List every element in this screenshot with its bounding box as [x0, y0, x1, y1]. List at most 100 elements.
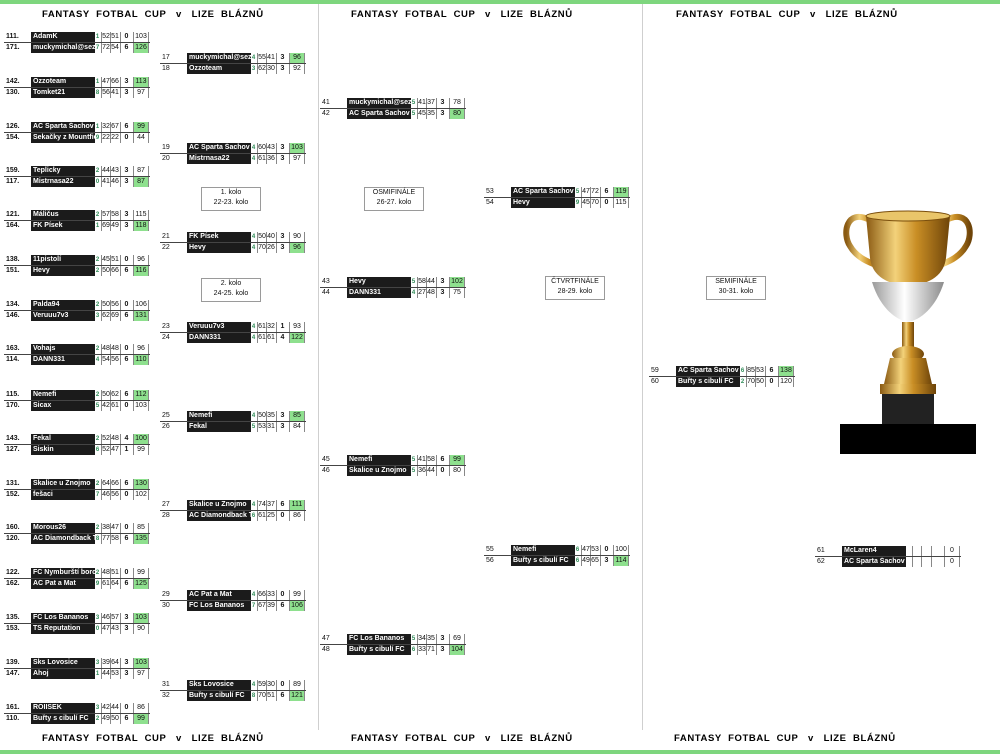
team-name[interactable]: Tomket21 — [31, 88, 95, 98]
team-name[interactable]: FC Nymburští borci — [31, 568, 95, 578]
team-name[interactable]: AC Sparta Šachov — [676, 366, 740, 376]
team-name[interactable]: Sks Lovosice — [31, 658, 95, 668]
team-name[interactable]: Hevy — [187, 243, 251, 253]
seed-number: 19 — [162, 144, 170, 151]
score-cell: 53 — [755, 366, 764, 376]
team-name[interactable]: DANN331 — [31, 355, 95, 365]
team-name[interactable]: Ahoj — [31, 669, 95, 679]
team-name[interactable]: ROIISEK — [31, 703, 95, 713]
team-name[interactable]: FK Písek — [31, 221, 95, 231]
team-name[interactable]: Buřty s cibulí FC — [187, 691, 251, 701]
seed-number: 159. — [6, 167, 20, 174]
team-name[interactable]: Nemefi — [31, 390, 95, 400]
team-name[interactable]: AC Diamondback Te — [31, 534, 95, 544]
team-name[interactable]: Teplicky — [31, 166, 95, 176]
seed-number: 111. — [6, 33, 19, 40]
team-name[interactable]: Buřty s cibulí FC — [347, 645, 411, 655]
team-name[interactable]: AC Pat a Mat — [187, 590, 251, 600]
total-score: 80 — [449, 466, 465, 476]
team-name[interactable]: Skalice u Znojmo — [347, 466, 411, 476]
team-name[interactable]: Nemefi — [511, 545, 575, 555]
team-name[interactable]: AdamK — [31, 32, 95, 42]
team-name[interactable]: Buřty s cibulí FC — [511, 556, 575, 566]
seed-number: 22 — [162, 244, 170, 251]
team-name[interactable]: Skalice u Znojmo — [31, 479, 95, 489]
match-points: 0 — [120, 255, 132, 265]
score-cell: 39 — [266, 601, 275, 611]
team-name[interactable]: muckymichal@sezn — [187, 53, 251, 63]
total-score: 97 — [133, 88, 149, 98]
team-name[interactable]: Máličus — [31, 210, 95, 220]
team-name[interactable]: Ozzoteam — [31, 77, 95, 87]
team-name[interactable]: Fekal — [187, 422, 251, 432]
seed-number: 127. — [6, 446, 20, 453]
total-score: 119 — [613, 187, 629, 197]
team-name[interactable]: Ozzoteam — [187, 64, 251, 74]
score-cell: 46 — [101, 613, 110, 623]
team-name[interactable]: AC Sparta Šachov — [511, 187, 575, 197]
team-name[interactable]: Nemefi — [347, 455, 411, 465]
seed-number: 41 — [322, 99, 330, 106]
team-name[interactable]: Hevy — [31, 266, 95, 276]
round-index: 2 — [95, 210, 100, 220]
match-points: 3 — [120, 177, 132, 187]
score-cell: 51 — [110, 568, 119, 578]
team-name[interactable]: TS Reputation — [31, 624, 95, 634]
team-name[interactable]: AC Pat a Mat — [31, 579, 95, 589]
team-name[interactable]: Sekačky z Mountfie — [31, 133, 95, 143]
round-index: 3 — [95, 311, 100, 321]
team-name[interactable]: Sks Lovosice — [187, 680, 251, 690]
score-cell: 46 — [110, 177, 119, 187]
team-name[interactable]: Palda94 — [31, 300, 95, 310]
total-score: 135 — [133, 534, 149, 544]
team-name[interactable]: FC Los Bananos — [31, 613, 95, 623]
score-cell: 61 — [110, 401, 119, 411]
team-name[interactable]: Veruuu7v3 — [31, 311, 95, 321]
team-name[interactable]: Sicax — [31, 401, 95, 411]
team-name[interactable]: 11pistolí — [31, 255, 95, 265]
team-name[interactable]: FC Los Bananos — [347, 634, 411, 644]
seed-number: 171. — [6, 44, 20, 51]
total-score: 96 — [133, 344, 149, 354]
team-name[interactable]: Mistrnasa22 — [187, 154, 251, 164]
team-name[interactable]: fešaci — [31, 490, 95, 500]
team-name[interactable]: Vohajs — [31, 344, 95, 354]
team-name[interactable]: muckymichal@sezn — [31, 43, 95, 53]
team-name[interactable]: Hevy — [511, 198, 575, 208]
score-cell: 47 — [110, 445, 119, 455]
team-name[interactable]: Mistrnasa22 — [31, 177, 95, 187]
team-name[interactable]: AC Sparta Šachov — [347, 109, 411, 119]
team-name[interactable]: Skalice u Znojmo — [187, 500, 251, 510]
team-name[interactable]: Morous26 — [31, 523, 95, 533]
team-name[interactable]: Hevy — [347, 277, 411, 287]
team-name[interactable]: Nemefi — [187, 411, 251, 421]
team-name[interactable]: FK Písek — [187, 232, 251, 242]
team-name[interactable]: AC Sparta Šachov — [187, 143, 251, 153]
team-name[interactable]: FC Los Bananos — [187, 601, 251, 611]
team-name[interactable]: Veruuu7v3 — [187, 322, 251, 332]
match-points: 0 — [120, 133, 132, 143]
team-name[interactable]: Buřty s cibulí FC — [31, 714, 95, 724]
round-index: 2 — [95, 714, 100, 724]
team-name[interactable]: Fekal — [31, 434, 95, 444]
round-index: 8 — [95, 534, 100, 544]
score-cell: 49 — [581, 556, 590, 566]
team-name[interactable]: AC Diamondback Te — [187, 511, 251, 521]
score-cell: 50 — [101, 266, 110, 276]
team-name[interactable]: McLaren4 — [842, 546, 906, 556]
team-name[interactable]: AC Sparta Šachov — [31, 122, 95, 132]
score-cell: 48 — [101, 568, 110, 578]
team-name[interactable]: Buřty s cibulí FC — [676, 377, 740, 387]
team-name[interactable]: DANN331 — [187, 333, 251, 343]
team-name[interactable]: AC Sparta Šachov — [842, 557, 906, 567]
team-name[interactable]: DANN331 — [347, 288, 411, 298]
team-name[interactable]: Siskin — [31, 445, 95, 455]
team-name[interactable]: muckymichal@sezn — [347, 98, 411, 108]
seed-number: 24 — [162, 334, 170, 341]
